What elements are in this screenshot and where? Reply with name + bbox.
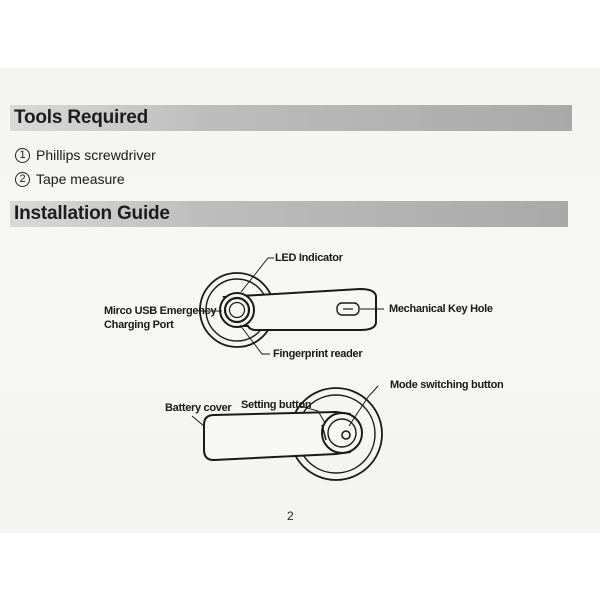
back-lever-illustration bbox=[203, 387, 383, 481]
back-lever-body bbox=[203, 410, 351, 462]
mode-switch-button-icon bbox=[341, 430, 351, 440]
number-1-icon: 1 bbox=[15, 147, 30, 163]
fingerprint-sensor bbox=[228, 301, 246, 319]
tool-label: Phillips screwdriver bbox=[36, 147, 156, 163]
page-number: 2 bbox=[287, 509, 294, 523]
guide-heading: Installation Guide bbox=[14, 203, 170, 224]
tool-label: Tape measure bbox=[36, 171, 125, 187]
label-usb-line1: Mirco USB Emergency bbox=[104, 305, 217, 317]
number-2-icon: 2 bbox=[15, 171, 30, 187]
tool-item: 1 Phillips screwdriver bbox=[15, 146, 156, 164]
key-hole-icon bbox=[336, 302, 360, 316]
back-hub-inner bbox=[327, 418, 357, 448]
label-mode-switching-button: Mode switching button bbox=[390, 379, 504, 391]
front-leader-lines bbox=[196, 257, 384, 355]
tools-heading: Tools Required bbox=[14, 107, 149, 128]
fingerprint-ring bbox=[223, 296, 251, 324]
label-battery-cover: Battery cover bbox=[165, 402, 232, 414]
label-mechanical-key-hole: Mechanical Key Hole bbox=[389, 303, 493, 315]
front-lever-illustration bbox=[199, 272, 377, 348]
label-led-indicator: LED Indicator bbox=[275, 252, 343, 264]
label-fingerprint-reader: Fingerprint reader bbox=[273, 348, 363, 360]
label-setting-button: Setting button bbox=[241, 399, 312, 411]
back-leader-lines bbox=[191, 385, 379, 427]
setting-button-icon bbox=[321, 424, 327, 441]
label-usb-line2: Charging Port bbox=[104, 319, 174, 331]
front-lever-body bbox=[222, 287, 377, 331]
tool-item: 2 Tape measure bbox=[15, 170, 125, 188]
guide-heading-bar bbox=[10, 201, 568, 227]
tools-heading-bar bbox=[10, 105, 572, 131]
